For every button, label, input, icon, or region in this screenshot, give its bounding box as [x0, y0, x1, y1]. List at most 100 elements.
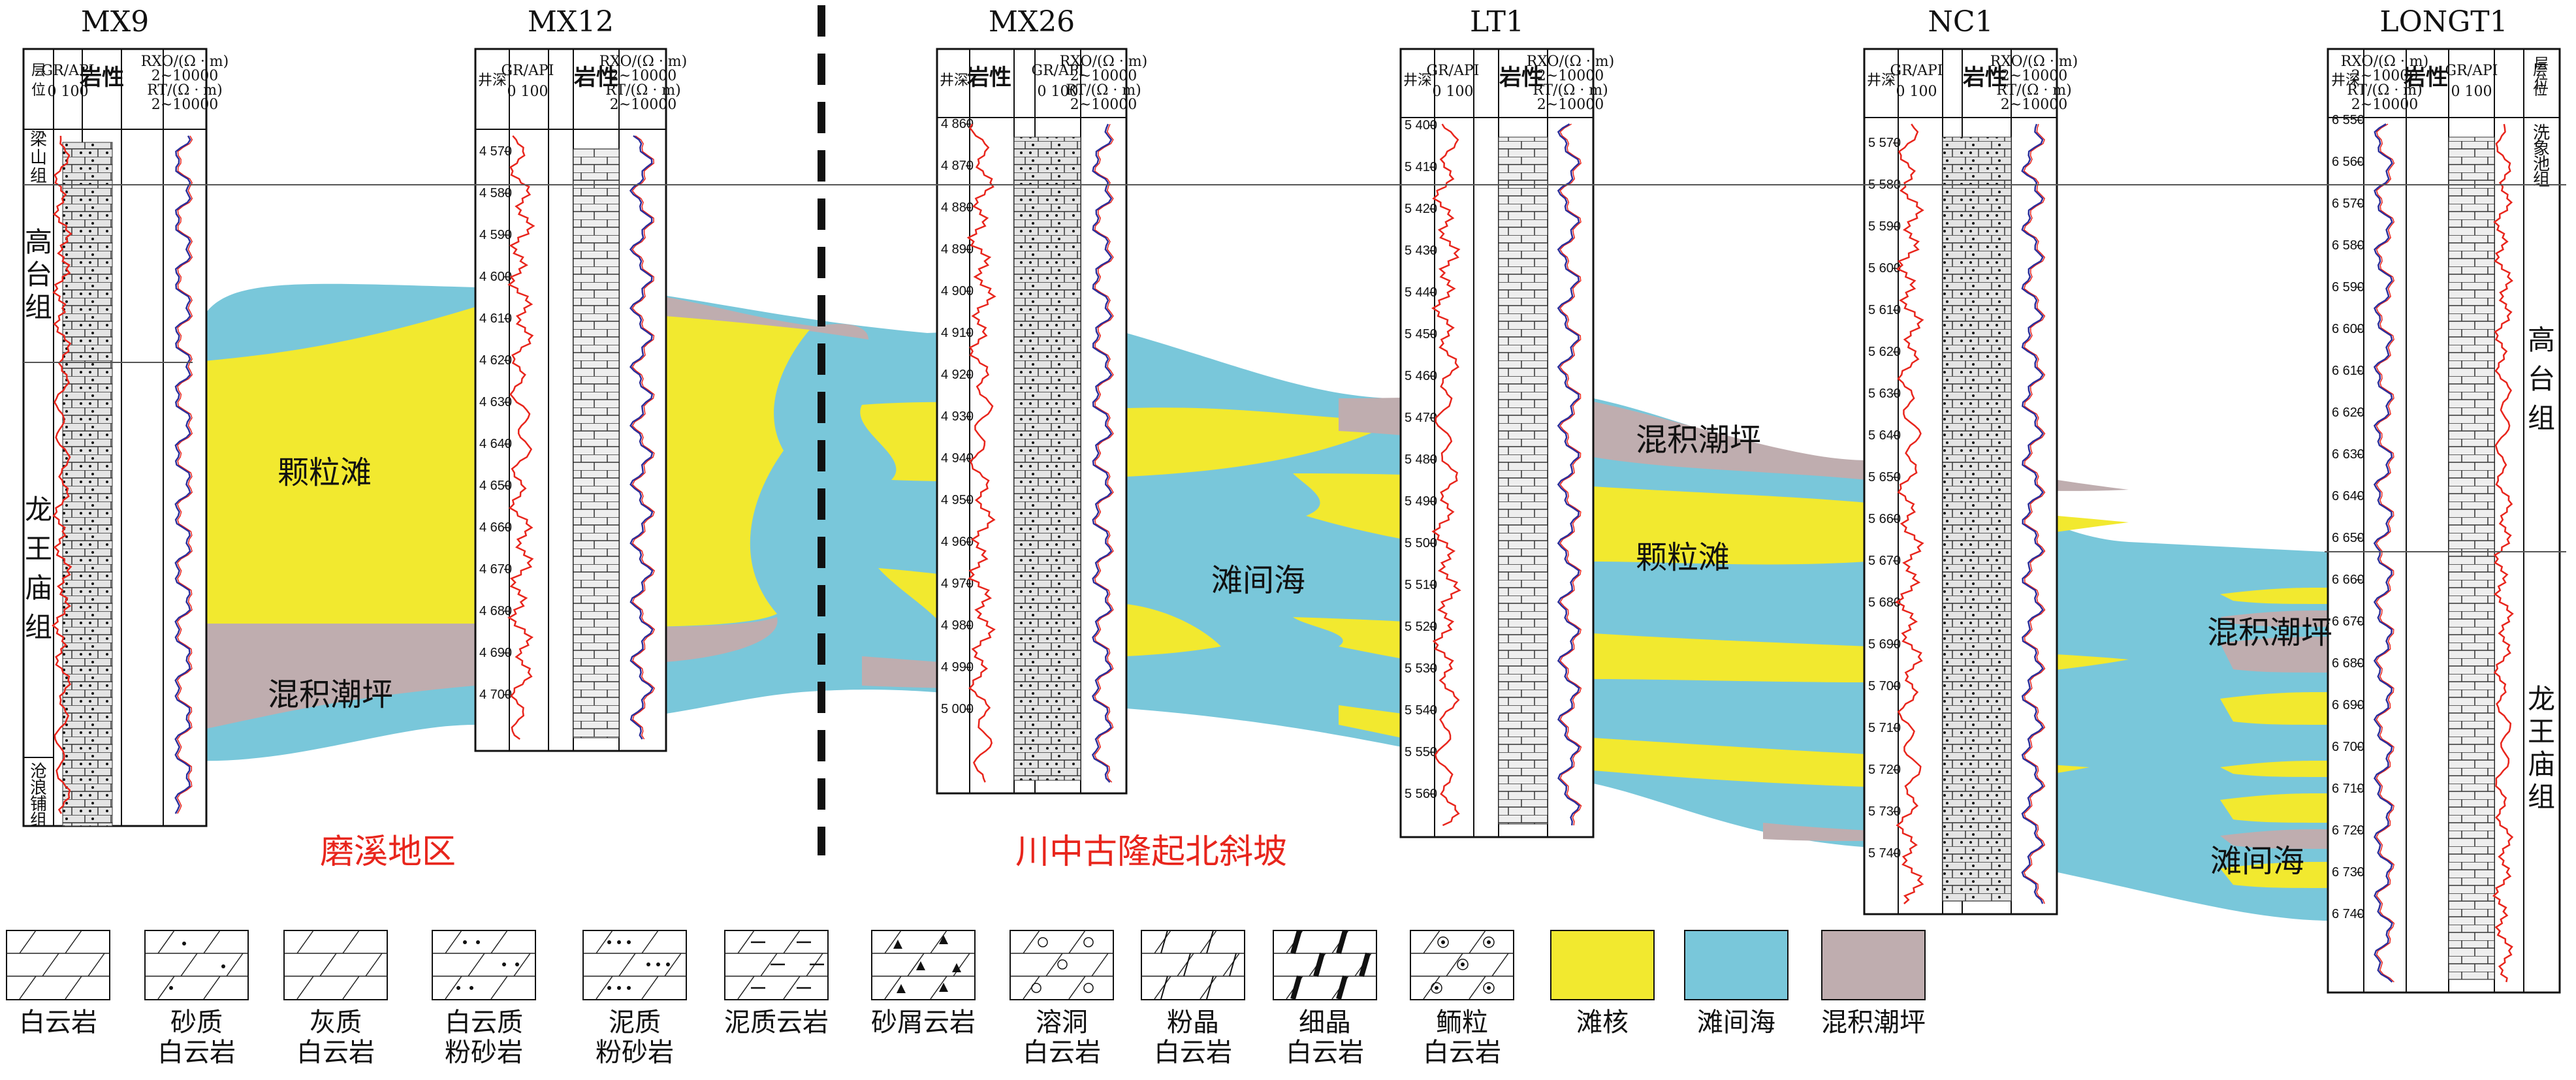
legend-swatch	[1141, 930, 1245, 1000]
gr-curve	[52, 135, 72, 814]
header-lithology: 岩性	[79, 65, 124, 91]
legend-swatch	[1273, 930, 1377, 1000]
rxo-curve	[1091, 123, 1113, 783]
depth-label: 5 670	[1868, 554, 1901, 568]
rt-curve	[2023, 123, 2046, 904]
formation-label-gaotai-longt1: 高	[2528, 324, 2555, 356]
header-resistivity: 2~10000	[1537, 97, 1604, 113]
formation-label-longwangmiao-longt1: 庙	[2528, 748, 2555, 780]
legend-swatch	[1010, 930, 1114, 1000]
rt-curve	[1559, 123, 1582, 826]
depth-label: 4 680	[479, 604, 512, 618]
depth-label: 4 930	[941, 409, 974, 424]
legend-label: 砂质	[170, 1008, 223, 1038]
formation-label-canglangpu: 沧	[30, 762, 47, 782]
depth-label: 6 570	[2332, 197, 2364, 211]
legend-swatch	[144, 930, 249, 1000]
legend-swatch	[1550, 930, 1655, 1000]
header-gr-scale: 0 100	[1433, 84, 1474, 100]
depth-label: 4 590	[479, 228, 512, 242]
legend-swatch	[582, 930, 687, 1000]
legend-label: 灰质	[310, 1008, 362, 1038]
depth-label: 5 430	[1405, 244, 1437, 258]
depth-label: 5 660	[1868, 512, 1901, 526]
depth-label: 6 740	[2332, 907, 2364, 921]
legend-item-argillaceous-dolomite: 泥质云岩	[724, 930, 829, 1038]
header-lithology: 岩性	[1499, 65, 1544, 91]
legend-swatch	[6, 930, 110, 1000]
header-resistivity: 2~10000	[610, 97, 676, 113]
legend-label-line2: 白云岩	[1023, 1038, 1101, 1068]
depth-label: 5 540	[1405, 703, 1437, 718]
gr-curve	[1431, 123, 1461, 827]
lithology-column	[573, 148, 620, 739]
formation-label-longwangmiao-longt1: 王	[2528, 716, 2555, 748]
depth-label: 5 700	[1868, 679, 1901, 693]
depth-label: 4 620	[479, 353, 512, 368]
legend-label: 滩核	[1576, 1008, 1629, 1038]
depth-label: 6 710	[2332, 782, 2364, 796]
depth-label: 6 550	[2332, 113, 2364, 127]
depth-label: 6 690	[2332, 698, 2364, 712]
depth-label: 4 980	[941, 618, 974, 633]
depth-label: 4 690	[479, 646, 512, 660]
header-gr: GR/API	[501, 63, 554, 79]
formation-label-liangshan: 山	[30, 148, 47, 168]
header-resistivity: RT/(Ω · m)	[2347, 82, 2423, 99]
depth-label: 5 720	[1868, 763, 1901, 777]
formation-label-gaotai-longt1: 组	[2528, 402, 2555, 434]
depth-label: 4 900	[941, 284, 974, 298]
depth-label: 5 640	[1868, 428, 1901, 443]
legend-swatch	[1684, 930, 1789, 1000]
depth-label: 4 650	[479, 479, 512, 493]
depth-label: 5 740	[1868, 846, 1901, 861]
header-depth: 井深	[1867, 72, 1896, 89]
header-gr: GR/API	[1427, 63, 1480, 79]
formation-label-longwangmiao: 庙	[25, 572, 52, 604]
legend-label-line2: 白云岩	[1154, 1038, 1232, 1068]
depth-label: 4 600	[479, 270, 512, 284]
depth-label: 6 610	[2332, 364, 2364, 378]
formation-label-longwangmiao: 组	[25, 611, 52, 643]
legend-item-inter-shoal-sea: 滩间海	[1684, 930, 1789, 1038]
depth-label: 5 610	[1868, 303, 1901, 317]
depth-label: 4 940	[941, 451, 974, 466]
header-gr: GR/API	[42, 63, 95, 79]
header-gr-scale: 0 100	[48, 84, 89, 100]
legend-item-dolomite: 白云岩	[6, 930, 110, 1038]
lithology-column	[62, 142, 113, 827]
legend-label: 砂屑云岩	[871, 1008, 976, 1038]
header-resistivity: RXO/(Ω · m)	[1060, 54, 1148, 70]
legend-label: 白云质	[445, 1008, 523, 1038]
header-resistivity: RXO/(Ω · m)	[141, 54, 229, 70]
rxo-curve	[174, 135, 191, 814]
depth-label: 5 650	[1868, 470, 1901, 484]
facies-label-mixed-flat-mx9: 混积潮坪	[268, 676, 393, 713]
depth-label: 5 450	[1405, 327, 1437, 341]
facies-label-grain-shoal-mx9: 颗粒滩	[278, 454, 372, 491]
header-resistivity: 2~10000	[151, 68, 218, 84]
formation-label-xixiangchi: 组	[2533, 170, 2550, 190]
legend-label: 泥质	[609, 1008, 661, 1038]
rt-curve	[1094, 123, 1114, 783]
depth-label: 5 440	[1405, 285, 1437, 300]
depth-label: 6 730	[2332, 865, 2364, 880]
legend-label: 鲕粒	[1436, 1008, 1488, 1038]
legend-swatch	[1821, 930, 1926, 1000]
depth-label: 4 670	[479, 562, 512, 577]
legend-label-line2: 白云岩	[157, 1038, 236, 1068]
legend-label-line2: 白云岩	[296, 1038, 375, 1068]
depth-label: 5 560	[1405, 787, 1437, 801]
header-gr: GR/API	[1890, 63, 1943, 79]
well-title: NC1	[1928, 5, 1993, 39]
header-resistivity: 2~10000	[151, 97, 218, 113]
depth-label: 4 890	[941, 242, 974, 257]
rt-curve	[2376, 123, 2395, 983]
gr-curve	[1894, 123, 1924, 904]
